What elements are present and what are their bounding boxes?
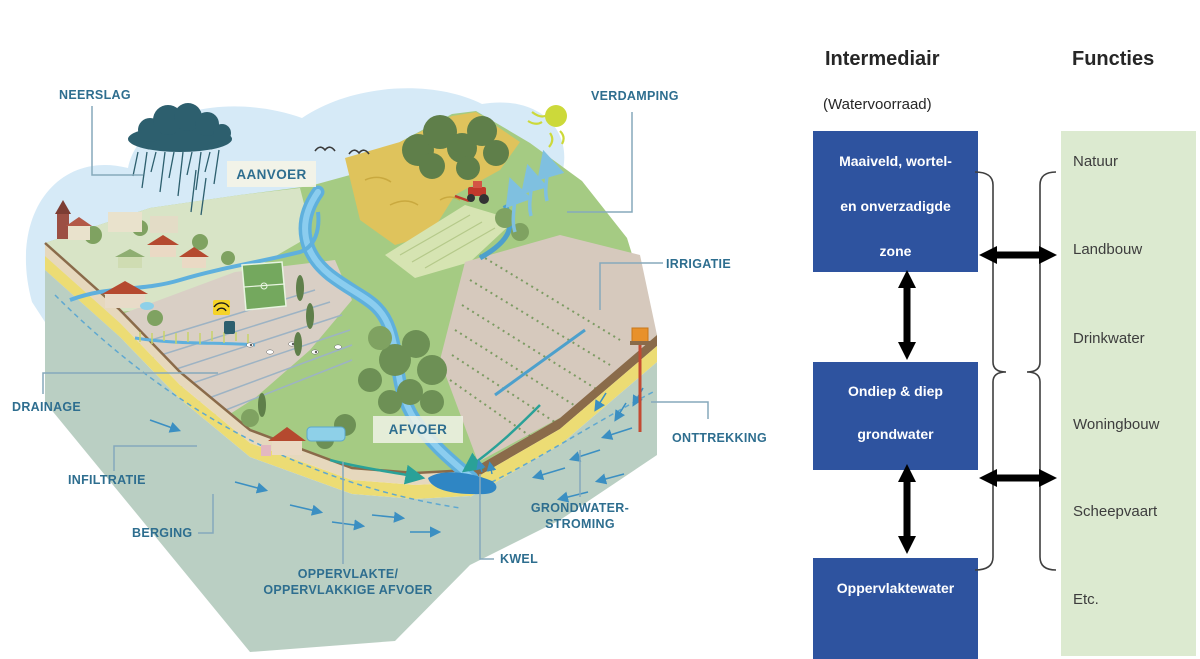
label-neerslag: NEERSLAG [59, 88, 131, 102]
soil-cross-section [44, 242, 657, 652]
brace-functies [1026, 171, 1057, 571]
birds-icon [314, 146, 370, 155]
double-arrow-grondwater-oppervlaktewater [898, 464, 916, 554]
village [55, 200, 346, 456]
label-afvoer: AFVOER [373, 416, 463, 443]
callout-lines [42, 106, 709, 564]
sand-layer [45, 256, 470, 499]
evaporation-arrows [505, 149, 565, 233]
label-aanvoer: AANVOER [227, 161, 316, 187]
water-cycle-illustration [25, 88, 709, 652]
extraction-well [630, 327, 650, 432]
rain-cloud [128, 103, 232, 216]
tractor [454, 181, 489, 204]
box-oppervlaktewater: Oppervlaktewater [813, 558, 978, 659]
function-item-scheepvaart: Scheepvaart [1073, 503, 1158, 520]
column-subtitle-watervoorraad: (Watervoorraad) [823, 96, 932, 113]
irrigated-field [440, 235, 657, 462]
kwel-arrows [476, 459, 497, 475]
function-item-natuur: Natuur [1073, 153, 1119, 170]
double-arrow-maaiveld-functies [979, 246, 1057, 264]
label-grondwaterstroming: GRONDWATER- STROMING [530, 501, 630, 531]
label-onttrekking: ONTTREKKING [672, 431, 767, 445]
label-irrigatie: IRRIGATIE [666, 257, 731, 271]
functions-panel: Natuur Landbouw Drinkwater Woningbouw Sc… [1061, 131, 1196, 656]
cows [246, 341, 342, 355]
soccer-pitch [241, 261, 287, 311]
function-item-etc: Etc. [1073, 591, 1099, 608]
label-oppervlakkige-afvoer: OPPERVLAKTE/ OPPERVLAKKIGE AFVOER [263, 567, 433, 597]
label-drainage: DRAINAGE [12, 400, 82, 414]
label-kwel: KWEL [500, 552, 538, 566]
double-arrow-maaiveld-grondwater [898, 270, 916, 360]
function-item-woningbouw: Woningbouw [1073, 416, 1160, 433]
double-arrow-grondwater-functies [979, 469, 1057, 487]
groundwater-zone [45, 270, 470, 652]
box-maaiveld-onverzadigde-zone: Maaiveld, wortel- en onverzadigde zone [813, 131, 978, 272]
label-berging: BERGING [132, 526, 193, 540]
function-item-landbouw: Landbouw [1073, 241, 1143, 258]
water-table-line [54, 294, 654, 509]
groundwater-flow-arrows [149, 387, 644, 538]
brace-intermediair [974, 171, 1007, 571]
reeds [139, 331, 249, 344]
sun-icon [527, 105, 567, 148]
column-title-functies: Functies [1072, 48, 1155, 70]
crop-rows [449, 254, 621, 451]
box-ondiep-diep-grondwater: Ondiep & diep grondwater [813, 362, 978, 470]
label-verdamping: VERDAMPING [591, 89, 679, 103]
column-title-intermediair: Intermediair [825, 48, 940, 70]
function-item-drinkwater: Drinkwater [1073, 330, 1145, 347]
rain-streaks [132, 149, 220, 216]
sensor-icon [213, 300, 235, 334]
label-infiltratie: INFILTRATIE [68, 473, 146, 487]
